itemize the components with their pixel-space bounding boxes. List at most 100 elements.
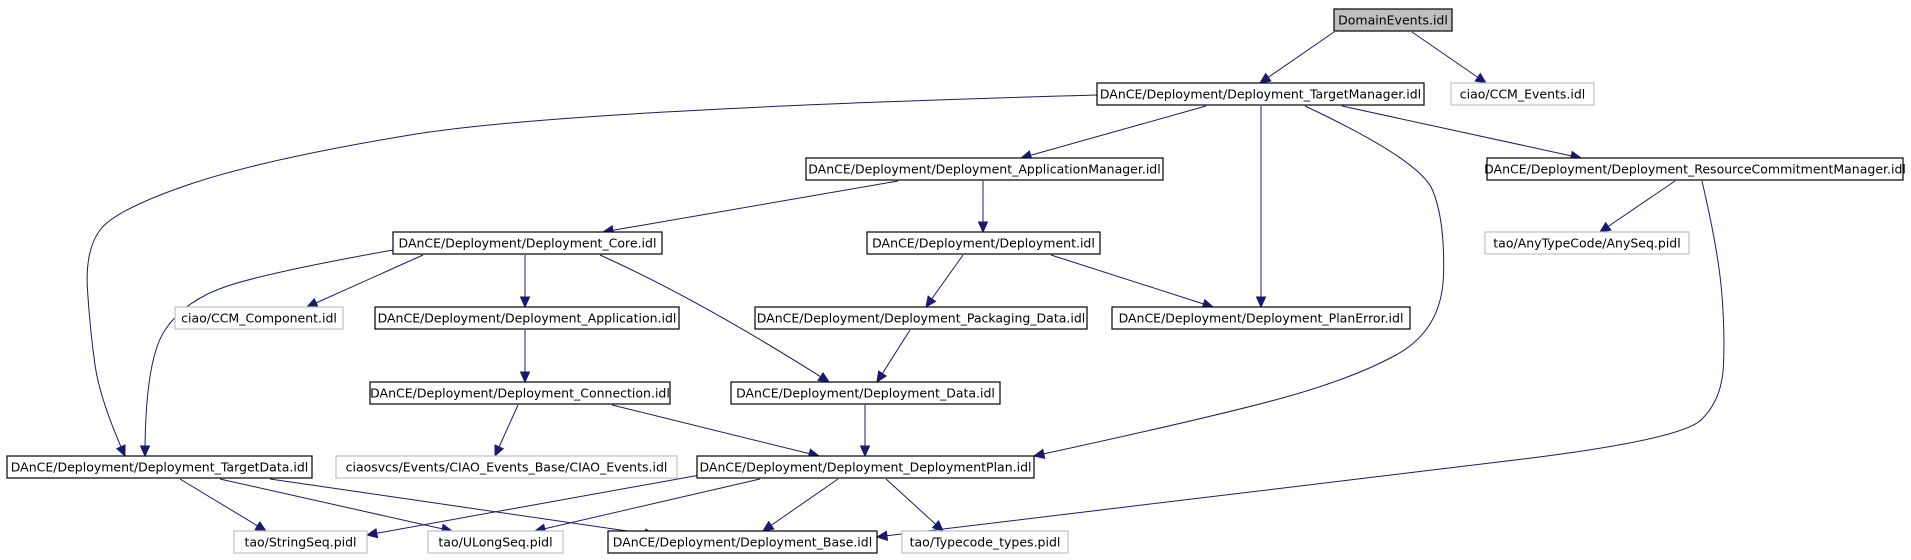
arrowhead-icon — [254, 521, 268, 532]
node-box[interactable] — [1486, 157, 1904, 181]
edge-deployment-plan-to-base — [761, 478, 839, 532]
node-plan-error[interactable]: DAnCE/Deployment/Deployment_PlanError.id… — [1111, 306, 1411, 330]
node-label: tao/ULongSeq.pidl — [438, 535, 552, 550]
edge-target-data-to-ulong-seq — [219, 478, 454, 534]
edge-domain-events-to-target-manager — [1258, 31, 1335, 84]
edge-line — [144, 249, 394, 457]
edge-deployment-to-plan-error — [1050, 254, 1215, 309]
edge-line — [1599, 180, 1676, 233]
node-core[interactable]: DAnCE/Deployment/Deployment_Core.idl — [392, 231, 663, 255]
edge-target-data-to-string-seq — [179, 478, 268, 532]
edge-line — [885, 478, 944, 532]
node-data[interactable]: DAnCE/Deployment/Deployment_Data.idl — [730, 381, 1001, 405]
node-deployment-plan[interactable]: DAnCE/Deployment/Deployment_DeploymentPl… — [696, 455, 1035, 479]
node-box[interactable] — [374, 306, 680, 330]
node-label: ciaosvcs/Events/CIAO_Events_Base/CIAO_Ev… — [346, 460, 668, 475]
node-ulong-seq[interactable]: tao/ULongSeq.pidl — [427, 530, 564, 554]
node-any-seq[interactable]: tao/AnyTypeCode/AnySeq.pidl — [1484, 231, 1690, 255]
edge-data-to-deployment-plan — [859, 405, 871, 458]
edge-line — [602, 180, 899, 233]
node-box[interactable] — [754, 306, 1088, 330]
node-application[interactable]: DAnCE/Deployment/Deployment_Application.… — [374, 306, 680, 330]
arrowhead-icon — [931, 519, 944, 532]
edge-target-manager-to-target-data — [86, 94, 1098, 458]
edge-resource-commitment-manager-to-base — [875, 180, 1725, 542]
node-packaging-data[interactable]: DAnCE/Deployment/Deployment_Packaging_Da… — [754, 306, 1088, 330]
edge-line — [1050, 254, 1214, 308]
node-box[interactable] — [392, 231, 663, 255]
node-label: DAnCE/Deployment/Deployment_TargetManage… — [1100, 87, 1421, 102]
node-label: DAnCE/Deployment/Deployment_DeploymentPl… — [699, 460, 1031, 475]
node-box[interactable] — [805, 157, 1164, 181]
node-ccm-component[interactable]: ciao/CCM_Component.idl — [174, 306, 344, 330]
edge-line — [925, 254, 964, 308]
node-target-manager[interactable]: DAnCE/Deployment/Deployment_TargetManage… — [1096, 82, 1425, 106]
arrowhead-icon — [1598, 221, 1612, 233]
edge-connection-to-ciao-events — [494, 404, 519, 458]
edge-line — [1259, 31, 1335, 84]
node-box[interactable] — [427, 530, 564, 554]
edge-resource-commitment-manager-to-any-seq — [1598, 180, 1676, 233]
node-label: DomainEvents.idl — [1338, 13, 1448, 28]
node-box[interactable] — [6, 455, 313, 479]
arrowhead-icon — [875, 530, 889, 542]
node-label: DAnCE/Deployment/Deployment_Application.… — [378, 311, 677, 326]
edge-line — [762, 478, 839, 532]
edge-domain-events-to-ccm-events — [1411, 31, 1488, 84]
arrowhead-icon — [365, 527, 379, 539]
edge-line — [1341, 105, 1582, 159]
edge-deployment-to-packaging-data — [925, 254, 964, 308]
node-string-seq[interactable]: tao/StringSeq.pidl — [233, 530, 368, 554]
node-typecode-types[interactable]: tao/Typecode_types.pidl — [901, 530, 1069, 554]
node-target-data[interactable]: DAnCE/Deployment/Deployment_TargetData.i… — [6, 455, 313, 479]
node-deployment[interactable]: DAnCE/Deployment/Deployment.idl — [866, 231, 1101, 255]
edge-target-manager-to-application-manager — [1019, 105, 1207, 161]
node-label: DAnCE/Deployment/Deployment.idl — [872, 236, 1095, 251]
node-box[interactable] — [1111, 306, 1411, 330]
node-box[interactable] — [901, 530, 1069, 554]
node-box[interactable] — [335, 455, 678, 479]
arrowhead-icon — [115, 444, 126, 458]
node-box[interactable] — [174, 306, 344, 330]
edge-deployment-plan-to-typecode-types — [885, 478, 944, 532]
node-application-manager[interactable]: DAnCE/Deployment/Deployment_ApplicationM… — [805, 157, 1164, 181]
node-connection[interactable]: DAnCE/Deployment/Deployment_Connection.i… — [369, 381, 671, 405]
arrowhead-icon — [1474, 72, 1488, 84]
arrowhead-icon — [925, 295, 937, 308]
node-ciao-events[interactable]: ciaosvcs/Events/CIAO_Events_Base/CIAO_Ev… — [335, 455, 678, 479]
node-box[interactable] — [1450, 82, 1595, 106]
node-box[interactable] — [866, 231, 1101, 255]
edge-line — [611, 404, 820, 457]
edge-line — [366, 474, 701, 536]
node-box[interactable] — [233, 530, 368, 554]
node-box[interactable] — [696, 455, 1035, 479]
edge-core-to-application — [519, 255, 531, 309]
node-label: DAnCE/Deployment/Deployment_Packaging_Da… — [757, 311, 1086, 326]
arrowhead-icon — [761, 520, 775, 532]
edge-application-manager-to-deployment — [977, 181, 989, 234]
node-box[interactable] — [1333, 8, 1453, 32]
arrowhead-icon — [817, 371, 831, 383]
edge-application-to-connection — [519, 330, 531, 384]
edge-line — [876, 180, 1725, 538]
nodes-layer: DomainEvents.idlDAnCE/Deployment/Deploym… — [6, 8, 1906, 554]
edge-deployment-plan-to-ulong-seq — [533, 478, 761, 534]
node-base[interactable]: DAnCE/Deployment/Deployment_Base.idl — [607, 530, 878, 554]
node-ccm-events[interactable]: ciao/CCM_Events.idl — [1450, 82, 1595, 106]
edge-core-to-target-data — [139, 249, 394, 458]
node-box[interactable] — [730, 381, 1001, 405]
node-box[interactable] — [1484, 231, 1690, 255]
node-resource-commitment-manager[interactable]: DAnCE/Deployment/Deployment_ResourceComm… — [1484, 157, 1906, 181]
node-box[interactable] — [607, 530, 878, 554]
edge-line — [219, 478, 453, 532]
edge-packaging-data-to-data — [876, 329, 911, 384]
edge-target-manager-to-deployment-plan — [1032, 105, 1445, 459]
edge-line — [269, 478, 656, 536]
edge-target-data-to-base — [269, 478, 657, 539]
node-box[interactable] — [369, 381, 671, 405]
node-box[interactable] — [1096, 82, 1425, 106]
edge-deployment-plan-to-string-seq — [365, 474, 701, 539]
node-domain-events[interactable]: DomainEvents.idl — [1333, 8, 1453, 32]
node-label: ciao/CCM_Component.idl — [181, 311, 337, 326]
arrowhead-icon — [977, 221, 989, 234]
